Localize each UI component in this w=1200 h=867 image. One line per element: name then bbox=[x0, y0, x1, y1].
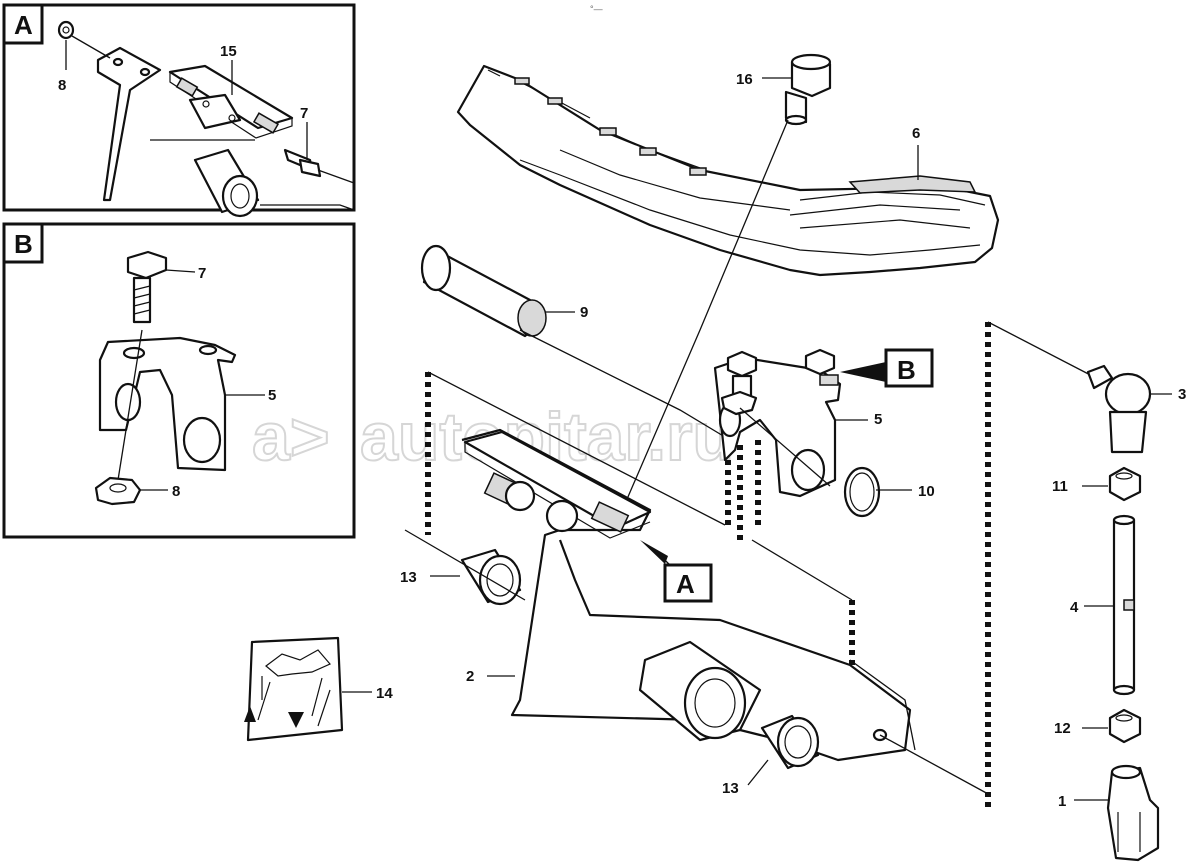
label-4: 4 bbox=[1070, 599, 1079, 616]
label-9: 9 bbox=[580, 304, 588, 321]
label-2: 2 bbox=[466, 668, 474, 685]
label-11: 11 bbox=[1052, 478, 1068, 495]
inset-a-nut bbox=[57, 20, 75, 40]
decal-14 bbox=[244, 636, 372, 742]
inset-b-letter-box bbox=[2, 222, 44, 264]
inset-a-letter-box bbox=[2, 3, 44, 45]
pedal bbox=[456, 64, 1000, 277]
inset-b-letter: B bbox=[14, 229, 33, 259]
bracket-hub bbox=[638, 640, 762, 742]
inset-b-bolt-shank bbox=[132, 276, 152, 324]
nut-12 bbox=[1082, 708, 1142, 744]
label-5: 5 bbox=[874, 411, 882, 428]
bracket-5 bbox=[713, 348, 868, 498]
corner-mark: °— bbox=[590, 4, 603, 14]
label-1: 1 bbox=[1058, 793, 1066, 810]
nut-11 bbox=[1082, 466, 1142, 502]
bushing-13-lower bbox=[747, 714, 820, 786]
ball-joint-3 bbox=[1086, 364, 1172, 454]
inset-a-bracket bbox=[96, 46, 162, 202]
pin-9 bbox=[420, 244, 731, 441]
inset-a-frame bbox=[2, 3, 356, 212]
callout-b-letter: B bbox=[897, 355, 916, 385]
inset-b-label-8: 8 bbox=[172, 483, 180, 500]
callout-b: B bbox=[840, 348, 934, 388]
inset-b-nut bbox=[94, 476, 142, 506]
label-6: 6 bbox=[912, 125, 920, 142]
inset-b-label-7: 7 bbox=[198, 265, 206, 282]
inset-a-label-8: 8 bbox=[58, 77, 66, 94]
watermark-logo-text: a> bbox=[252, 399, 330, 475]
label-12: 12 bbox=[1054, 720, 1071, 737]
inset-b-frame bbox=[2, 222, 356, 539]
label-14: 14 bbox=[376, 685, 393, 702]
clevis-1 bbox=[1074, 764, 1160, 862]
bolt-16 bbox=[617, 53, 832, 521]
label-16: 16 bbox=[736, 71, 753, 88]
rod-4 bbox=[1084, 514, 1136, 696]
callout-a-letter: A bbox=[676, 569, 695, 599]
inset-b-label-5: 5 bbox=[268, 387, 276, 404]
label-3: 3 bbox=[1178, 386, 1186, 403]
circlip-10 bbox=[843, 466, 912, 518]
bushing-13-upper bbox=[404, 529, 526, 606]
label-13-lower: 13 bbox=[722, 780, 739, 797]
inset-a: A 8 15 7 bbox=[2, 3, 356, 218]
label-10: 10 bbox=[918, 483, 935, 500]
label-13-upper: 13 bbox=[400, 569, 417, 586]
callout-a: A bbox=[640, 540, 713, 603]
inset-a-label-7: 7 bbox=[300, 105, 308, 122]
inset-b-bolt-head bbox=[126, 250, 168, 280]
inset-a-letter: A bbox=[14, 10, 33, 40]
inset-a-label-15: 15 bbox=[220, 43, 237, 60]
inset-b: B 7 5 8 bbox=[2, 222, 356, 539]
